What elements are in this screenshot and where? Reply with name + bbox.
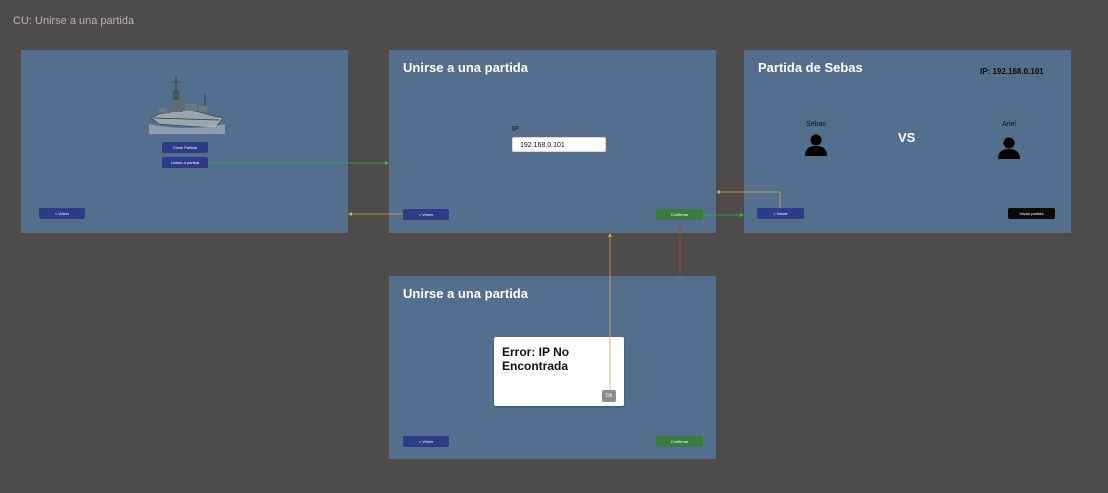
frame-title: Unirse a una partida — [403, 286, 528, 301]
ok-button[interactable]: Ok — [602, 390, 616, 402]
error-dialog: Error: IP No Encontrada Ok — [494, 337, 624, 406]
frame-main-menu: Crear Partida Unirse a partida < Volver — [21, 50, 348, 233]
join-game-button[interactable]: Unirse a partida — [162, 157, 208, 168]
player2-name: Ariel — [1001, 121, 1016, 128]
back-button[interactable]: < Volver — [403, 436, 449, 447]
start-game-button[interactable]: Iniciar partida — [1008, 208, 1055, 219]
ip-display: IP: 192.168.0.101 — [980, 67, 1044, 76]
vs-label: VS — [898, 130, 916, 145]
error-message: Error: IP No Encontrada — [502, 345, 570, 373]
canvas-title: CU: Unirse a una partida — [13, 15, 135, 27]
frame-join-error: Unirse a una partida Error: IP No Encont… — [389, 276, 716, 459]
confirm-button[interactable]: Confirmar — [656, 436, 703, 447]
create-game-button[interactable]: Crear Partida — [162, 142, 208, 153]
frame-join-game: Unirse a una partida IP 192.168.0.101 < … — [389, 50, 716, 233]
confirm-button[interactable]: Confirmar — [656, 209, 703, 220]
frame-title: Partida de Sebas — [758, 60, 863, 75]
ip-label: IP — [512, 126, 519, 133]
player1-name: Sebas — [806, 121, 826, 128]
back-button[interactable]: < Volver — [403, 209, 449, 220]
back-button[interactable]: < Volver — [39, 208, 85, 219]
user-icon — [998, 137, 1020, 159]
back-button[interactable]: < Volver — [757, 208, 804, 219]
frame-title: Unirse a una partida — [403, 60, 528, 75]
user-icon — [805, 134, 827, 156]
frame-lobby: Partida de Sebas IP: 192.168.0.101 Sebas… — [744, 50, 1071, 233]
warship-image — [149, 76, 225, 134]
ip-input[interactable]: 192.168.0.101 — [512, 137, 606, 152]
